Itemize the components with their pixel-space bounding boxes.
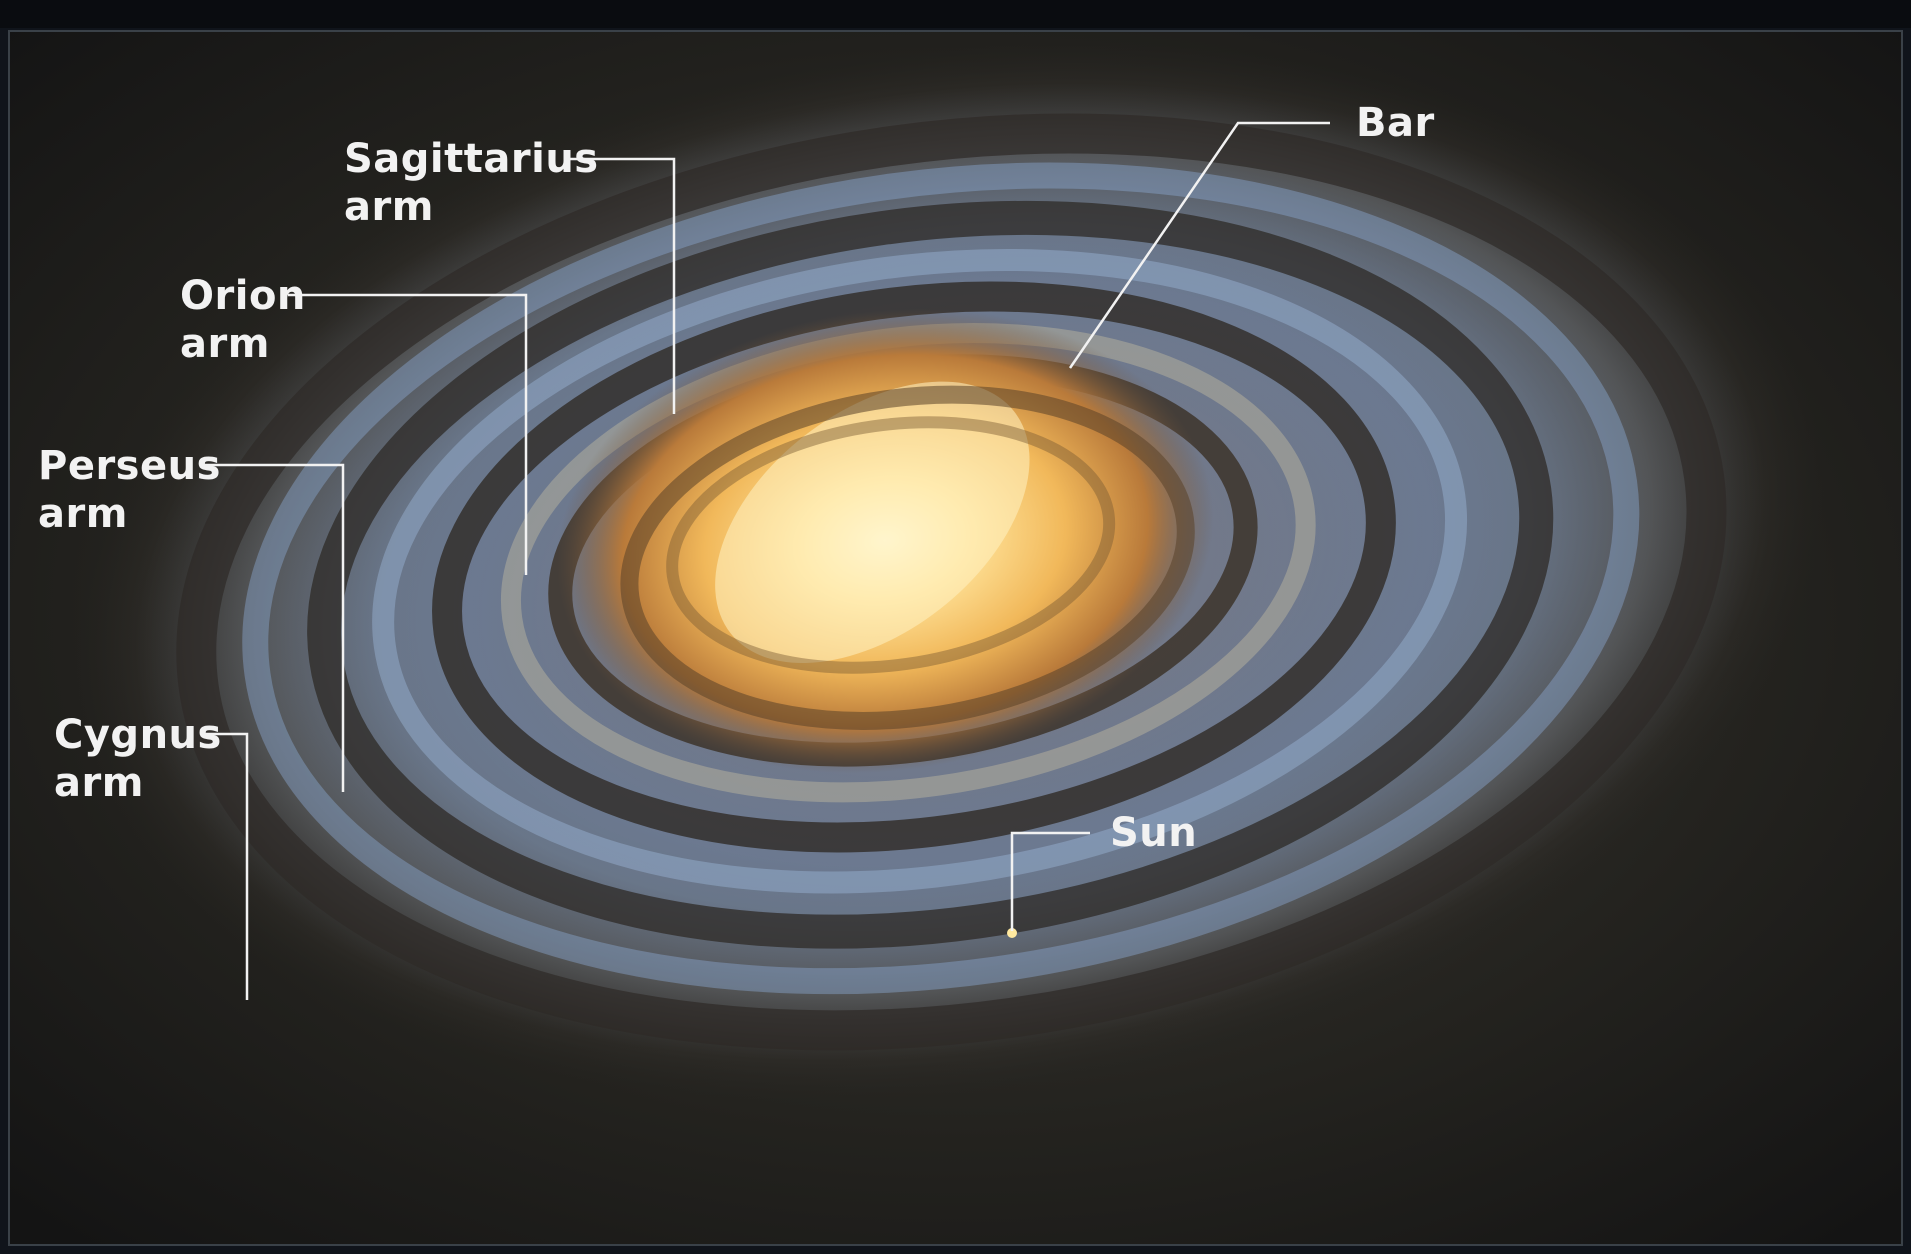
milky-way-diagram: Sagittarius arm Orion arm Perseus arm Cy… — [10, 32, 1901, 1244]
perseus-arm-label-line2: arm — [38, 491, 128, 537]
bar-label: Bar — [1356, 100, 1435, 146]
perseus-leader — [200, 463, 345, 792]
orion-arm-label-line1: Orion — [180, 273, 306, 319]
top-bar — [0, 0, 1911, 28]
sun-label: Sun — [1110, 810, 1197, 856]
sagittarius-arm-label-line2: arm — [344, 184, 434, 230]
orion-leader — [288, 293, 528, 575]
bar-leader — [1068, 121, 1330, 369]
sun-leader — [1010, 831, 1090, 931]
galaxy-figure-panel: Sagittarius arm Orion arm Perseus arm Cy… — [8, 30, 1903, 1246]
perseus-arm-label-line1: Perseus — [38, 443, 221, 489]
cygnus-leader — [206, 732, 249, 1000]
cygnus-arm-label-line1: Cygnus — [54, 712, 222, 758]
orion-arm-label-line2: arm — [180, 321, 270, 367]
leader-lines — [200, 121, 1330, 1000]
cygnus-arm-label-line2: arm — [54, 760, 144, 806]
sagittarius-leader — [566, 157, 676, 414]
galaxy-image — [75, 42, 1825, 1102]
sun-marker — [1007, 928, 1017, 938]
sagittarius-arm-label-line1: Sagittarius — [344, 136, 599, 182]
